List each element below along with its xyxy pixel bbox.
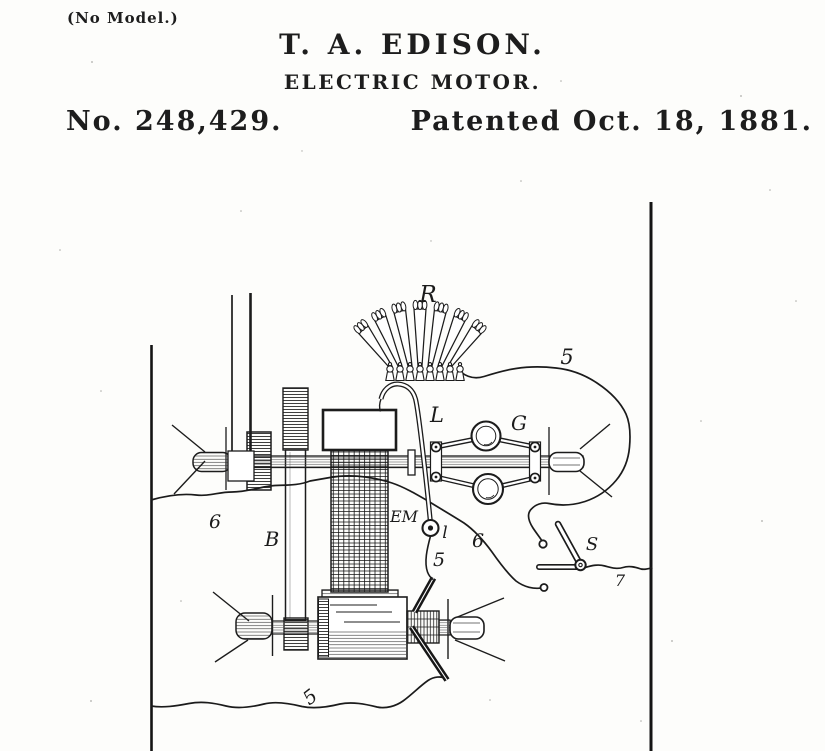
label-frame-arm: B — [264, 527, 280, 551]
label-wire5-mid: 5 — [433, 549, 445, 571]
label-wire6-left: 6 — [209, 511, 221, 533]
brush-rods — [409, 576, 450, 682]
frame-arm-b — [282, 387, 309, 651]
field-coil — [330, 449, 389, 593]
wire-7 — [584, 564, 653, 571]
paper-specks — [59, 61, 797, 722]
label-governor: G — [511, 411, 527, 435]
resistance-fan — [353, 299, 487, 367]
terminal-posts — [385, 362, 465, 382]
switch-contact-upper — [538, 539, 548, 549]
label-wire6-right: 6 — [472, 530, 484, 552]
lower-shaft — [235, 612, 485, 640]
wire-5-top — [460, 366, 631, 543]
governor — [429, 420, 542, 506]
label-resistance: R — [418, 282, 436, 308]
control-lever — [378, 381, 440, 581]
inventor-name: T. A. EDISON. — [279, 28, 546, 61]
wire-5-bottom — [150, 676, 448, 709]
label-wire5-top: 5 — [560, 345, 573, 369]
governor-balls — [470, 420, 505, 506]
governor-switch — [536, 520, 587, 592]
coil-top-box — [321, 408, 398, 452]
label-lever: L — [429, 403, 444, 427]
switch-contact-lower — [539, 583, 549, 592]
wire-6 — [150, 475, 543, 590]
label-lever-pivot: l — [442, 523, 447, 543]
patent-date: Patented Oct. 18, 1881. — [410, 106, 813, 137]
resistance-coils — [353, 299, 487, 334]
armature — [317, 596, 408, 660]
model-note: (No Model.) — [67, 9, 179, 27]
governor-pins — [430, 441, 541, 484]
label-switch: S — [586, 534, 598, 555]
label-electromagnet: EM — [389, 507, 419, 526]
switch-pivot — [574, 558, 587, 572]
label-wire7: 7 — [615, 571, 626, 590]
top-shaft — [192, 431, 585, 491]
patent-number: No. 248,429. — [66, 106, 283, 137]
invention-title: ELECTRIC MOTOR. — [283, 70, 542, 94]
